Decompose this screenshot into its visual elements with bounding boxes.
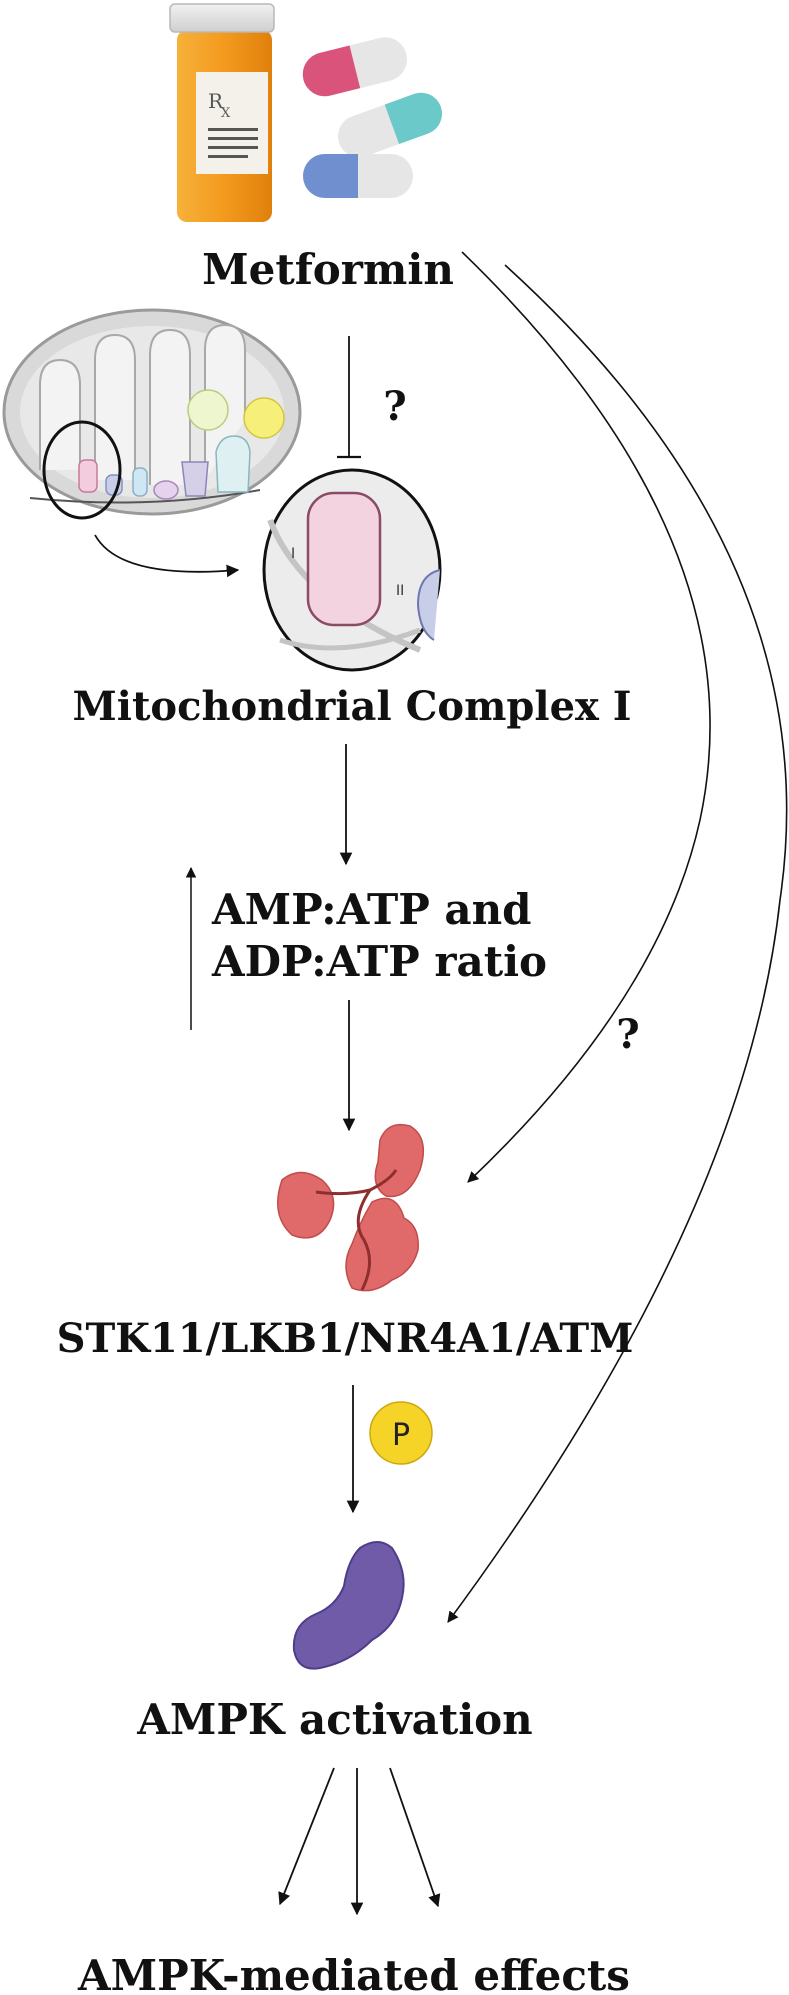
ampk-protein-icon bbox=[292, 1541, 405, 1670]
capsule-icon bbox=[302, 37, 443, 198]
phosphate-icon: P bbox=[369, 1401, 433, 1465]
kinase-protein-icon bbox=[277, 1123, 425, 1292]
kinases-label: STK11/LKB1/NR4A1/ATM bbox=[57, 1315, 634, 1362]
ratio-label-line1: AMP:ATP and bbox=[211, 885, 532, 934]
metformin-label: Metformin bbox=[202, 245, 454, 294]
rx-symbol: R bbox=[208, 89, 224, 113]
zoom-arrow bbox=[94, 534, 240, 578]
metformin-to-kinases-arrow bbox=[461, 251, 711, 1183]
ampk-mediated-effects-label: AMPK-mediated effects bbox=[77, 1951, 630, 1995]
pill-bottle-icon: R X bbox=[169, 3, 275, 222]
effects-arrow-right bbox=[389, 1767, 441, 1908]
ratio-label-line2: ADP:ATP ratio bbox=[211, 937, 547, 986]
ampk-activation-label: AMPK activation bbox=[136, 1695, 532, 1744]
rx-subscript: X bbox=[221, 106, 231, 121]
question-mark-inhibition: ? bbox=[383, 383, 406, 430]
question-mark-direct: ? bbox=[616, 1011, 639, 1058]
complex-ii-tag: II bbox=[396, 583, 404, 599]
metformin-to-ampk-arrow bbox=[447, 264, 788, 1623]
complex-i-tag: I bbox=[291, 546, 295, 562]
effects-arrow-left bbox=[278, 1767, 335, 1906]
phosphate-label: P bbox=[392, 1418, 410, 1453]
mitochondrial-complex-i-label: Mitochondrial Complex I bbox=[72, 683, 631, 730]
mitochondrion-icon bbox=[2, 308, 302, 520]
complex-i-zoom-icon: I II bbox=[262, 468, 442, 672]
